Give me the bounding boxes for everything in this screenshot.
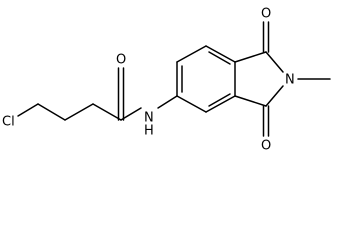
bond-ring-3 (205, 45, 236, 63)
bond-ring-5 (205, 95, 236, 113)
bond-ring-inner-3 (208, 93, 231, 107)
bond-ring-6 (176, 95, 207, 113)
atom-amide-hydrogen: H (144, 124, 154, 139)
bond-cl-c1 (17, 103, 39, 117)
bond-c2-c3 (64, 103, 94, 121)
bond-imide-top-n (265, 51, 284, 73)
atom-imide-oxygen-bottom: O (261, 139, 271, 154)
atom-imide-nitrogen: N (285, 73, 295, 88)
atom-amide-oxygen: O (116, 53, 126, 68)
bond-imide-top-c (234, 51, 267, 63)
atom-chlorine: Cl (2, 115, 15, 130)
bond-imide-bottom-n (265, 85, 284, 107)
bond-imide-bottom-c (234, 95, 267, 107)
bond-ring-inner-2 (208, 51, 231, 65)
atom-amide-nitrogen: N (144, 111, 154, 126)
chemical-structure: Cl O N H N O O (2, 7, 331, 154)
bond-c1-c2 (37, 103, 66, 121)
atom-imide-oxygen-top: O (261, 7, 271, 22)
bond-c4-n (120, 107, 142, 121)
bond-c3-c4 (92, 103, 122, 121)
bond-n-aryl (157, 95, 178, 109)
bond-ring-2 (176, 45, 207, 63)
